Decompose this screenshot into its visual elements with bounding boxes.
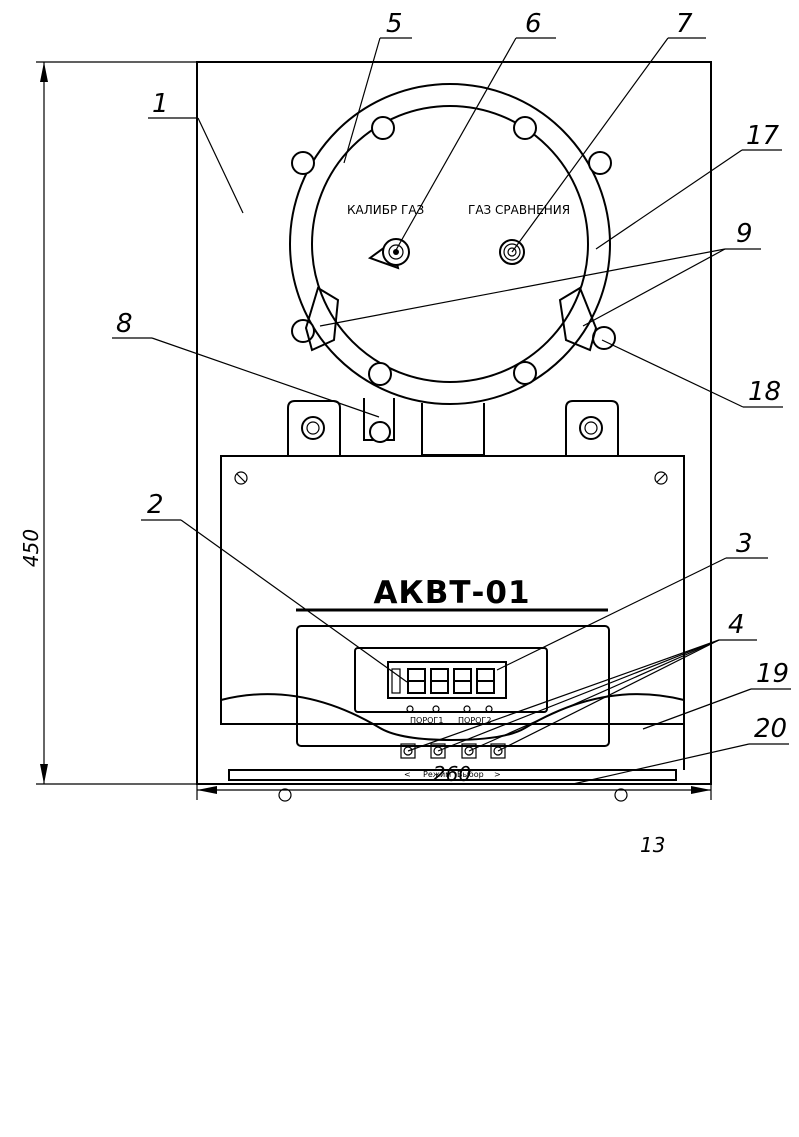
callout-18: 18 <box>748 377 781 407</box>
button-select-label: Выбор <box>457 770 484 779</box>
callout-2: 2 <box>147 490 164 520</box>
threshold2-label: ПОРОГ2 <box>458 716 491 725</box>
keypad: < Режим Выбор > <box>400 743 506 779</box>
sensor-flange <box>289 83 616 405</box>
button-mode-label: Режим <box>423 770 451 779</box>
page-number: 13 <box>640 833 665 857</box>
callout-numbers: 1 5 6 7 17 9 8 18 2 3 4 19 20 <box>116 9 789 744</box>
callout-6: 6 <box>525 9 542 39</box>
callout-19: 19 <box>756 659 789 689</box>
callout-3: 3 <box>736 529 753 559</box>
electronics-enclosure: АКВТ-01 <box>220 455 685 725</box>
callout-9: 9 <box>736 219 753 249</box>
dimension-width-label: 260 <box>433 762 471 786</box>
calibration-gas-port <box>367 238 410 270</box>
display-window: ПОРОГ1 ПОРОГ2 <box>296 625 610 747</box>
callout-7: 7 <box>676 9 693 39</box>
back-plate <box>196 61 712 785</box>
threshold1-label: ПОРОГ1 <box>410 716 443 725</box>
reference-gas-label: ГАЗ СРАВНЕНИЯ <box>468 203 570 217</box>
brand-label: АКВТ-01 <box>373 575 530 611</box>
dimension-height: 450 <box>19 61 197 785</box>
front-cover <box>220 693 685 802</box>
callout-17: 17 <box>746 121 780 151</box>
callout-20: 20 <box>754 714 787 744</box>
dimension-height-label: 450 <box>19 529 43 567</box>
callout-4: 4 <box>728 610 745 640</box>
callout-5: 5 <box>386 9 403 39</box>
button-left-label: < <box>404 770 411 779</box>
calibration-gas-label: КАЛИБР ГАЗ <box>347 203 424 217</box>
callout-leaders <box>112 37 791 785</box>
callout-1: 1 <box>152 89 169 119</box>
callout-8: 8 <box>116 309 133 339</box>
mounting-brackets <box>287 398 619 456</box>
button-right-label: > <box>494 770 501 779</box>
